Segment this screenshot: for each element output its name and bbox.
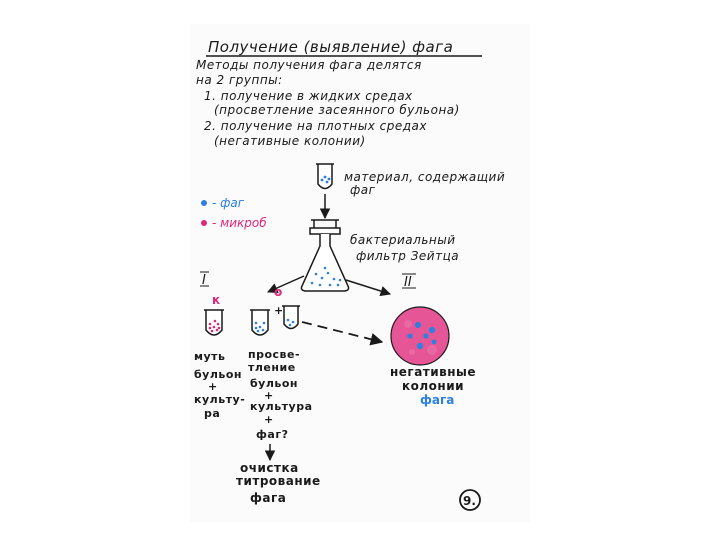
intro-line-2: на 2 группы: bbox=[196, 73, 283, 87]
clear-label-6: + bbox=[264, 413, 274, 426]
final-label-2: титрование bbox=[236, 474, 321, 488]
clear-label-7: фаг? bbox=[256, 428, 288, 441]
control-test-tube bbox=[204, 309, 224, 336]
turbid-label-5: ра bbox=[204, 407, 220, 420]
legend: - фаг - микроб bbox=[201, 196, 267, 230]
worksheet: Получение (выявление) фага Методы получе… bbox=[190, 24, 530, 522]
colony-label-line-1: негативные bbox=[390, 365, 476, 379]
branch-label-right: II bbox=[404, 275, 412, 290]
arrow-branch-right bbox=[345, 279, 392, 297]
method-1-note: (просветление засеянного бульона) bbox=[214, 103, 460, 117]
colony-phage-label: фага bbox=[420, 393, 454, 407]
filter-label-line-2: фильтр Зейтца bbox=[356, 249, 459, 263]
filter-label-line-1: бактериальный bbox=[350, 233, 456, 247]
legend-phage-dot bbox=[201, 200, 207, 206]
arrow-branch-left bbox=[267, 275, 305, 293]
page-title: Получение (выявление) фага bbox=[208, 38, 453, 56]
method-2-note: (негативные колонии) bbox=[214, 134, 366, 148]
clear-label-5: культура bbox=[250, 400, 313, 413]
method-2: 2. получение на плотных средах bbox=[204, 119, 427, 133]
experiment-test-tube bbox=[250, 309, 270, 336]
intro-line-1: Методы получения фага делятся bbox=[196, 58, 422, 72]
seitz-filter-flask bbox=[300, 219, 350, 292]
colony-label-line-2: колонии bbox=[402, 379, 464, 393]
page-number: 9. bbox=[463, 494, 476, 508]
branch-label-left: I bbox=[202, 273, 206, 288]
clear-label-4: + bbox=[264, 389, 274, 402]
source-label-line-2: фаг bbox=[350, 183, 376, 197]
arrow-to-colonies bbox=[301, 321, 384, 346]
tube-experiment-label: о bbox=[274, 285, 282, 299]
petri-dish bbox=[390, 306, 450, 366]
phage-test-tube bbox=[282, 305, 300, 330]
turbid-label-2: бульон bbox=[194, 368, 242, 381]
source-label-line-1: материал, содержащий bbox=[344, 170, 505, 184]
final-label-3: фага bbox=[250, 491, 286, 505]
turbid-label-4: культу- bbox=[194, 393, 245, 406]
turbid-label-3: + bbox=[208, 380, 218, 393]
final-label-1: очистка bbox=[240, 461, 299, 475]
clear-label-3: бульон bbox=[250, 377, 298, 390]
phage-diagram: Получение (выявление) фага Методы получе… bbox=[194, 38, 505, 511]
legend-phage-label: - фаг bbox=[212, 196, 245, 210]
clear-label-1: просве- bbox=[248, 348, 300, 361]
turbid-label-1: муть bbox=[194, 350, 226, 363]
plus-sign: + bbox=[274, 304, 283, 317]
legend-microbe-dot bbox=[201, 220, 207, 226]
page-number-circle bbox=[459, 489, 481, 511]
legend-microbe-label: - микроб bbox=[212, 216, 267, 230]
clear-label-2: тление bbox=[248, 361, 296, 374]
tube-control-label: к bbox=[212, 293, 220, 307]
method-1: 1. получение в жидких средах bbox=[204, 89, 413, 103]
source-test-tube bbox=[316, 163, 334, 190]
